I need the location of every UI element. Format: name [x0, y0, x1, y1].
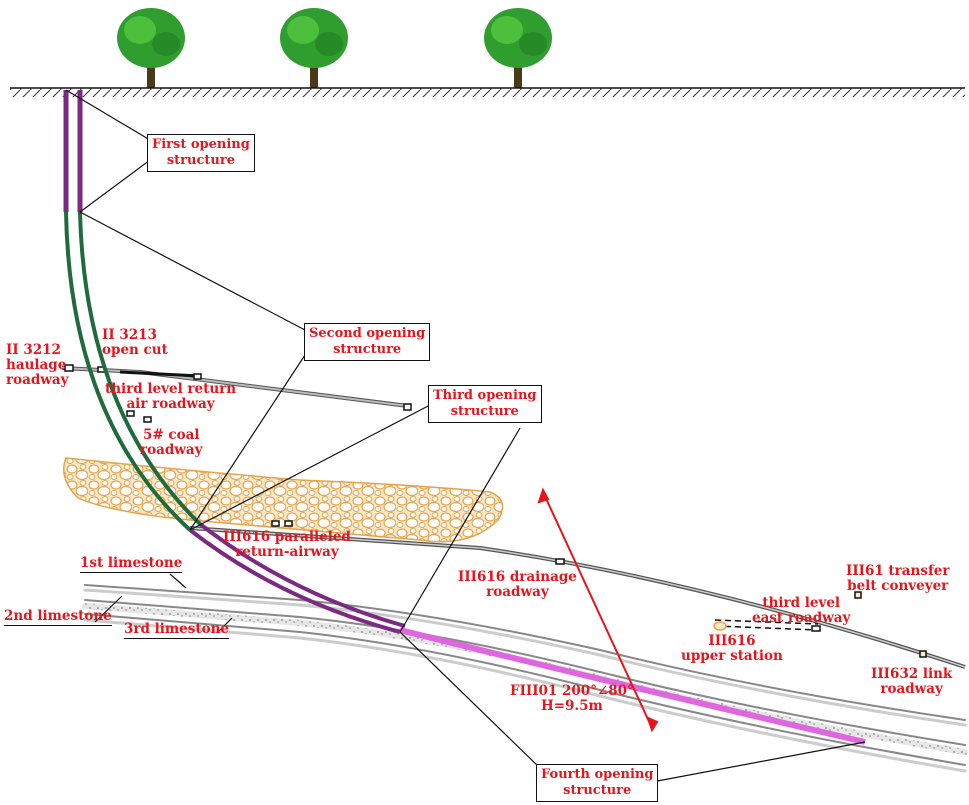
- ii3212-haulage-roadway-label: II 3212 haulage roadway: [6, 343, 69, 388]
- tree-icon: [280, 8, 348, 88]
- fourth-opening-structure-label: Fourth opening structure: [536, 764, 659, 802]
- coal5-roadway-label: 5# coal roadway: [140, 428, 203, 458]
- label-line: roadway: [486, 584, 549, 600]
- label-line: air roadway: [126, 396, 215, 412]
- label-line: third level return: [105, 381, 237, 397]
- ii3213-open-cut-label: II 3213 open cut: [102, 328, 168, 358]
- label-line: roadway: [6, 372, 69, 388]
- label-line: III616: [708, 633, 756, 649]
- third-limestone-label: 3rd limestone: [124, 621, 230, 639]
- label-line: structure: [450, 404, 519, 419]
- label-line: II 3213: [102, 327, 157, 343]
- label-line: III616 paralleled: [223, 529, 351, 545]
- iii61-transfer-belt-conveyer-label: III61 transfer belt conveyer: [846, 564, 949, 594]
- iii616-upper-station-label: III616 upper station: [681, 634, 783, 664]
- label-line: III61 transfer: [846, 563, 950, 579]
- iii616-paralleled-return-airway-label: III616 paralleled return-airway: [223, 530, 351, 560]
- label-line: roadway: [880, 681, 943, 697]
- label-line: 5# coal: [143, 427, 200, 443]
- iii616-drainage-roadway-label: III616 drainage roadway: [458, 570, 577, 600]
- label-line: H=9.5m: [540, 698, 603, 714]
- label-line: open cut: [102, 342, 168, 358]
- label-line: Second opening: [309, 326, 426, 341]
- roadway-marks: [64, 364, 927, 658]
- label-line: Third opening: [433, 388, 537, 403]
- ground-surface: [10, 87, 965, 97]
- shaft: [63, 90, 866, 745]
- label-line: II 3212: [6, 342, 61, 358]
- label-line: roadway: [140, 442, 203, 458]
- label-line: haulage: [6, 357, 67, 373]
- first-limestone-label: 1st limestone: [80, 555, 183, 573]
- third-level-east-roadway-label: third level east roadway: [752, 596, 850, 626]
- third-opening-structure-label: Third opening structure: [428, 385, 542, 423]
- tree-icon: [117, 8, 185, 88]
- label-line: III632 link: [871, 666, 953, 682]
- label-line: structure: [166, 153, 235, 168]
- third-level-return-air-roadway-label: third level return air roadway: [105, 382, 236, 412]
- second-limestone-label: 2nd limestone: [4, 608, 112, 626]
- tree-icon: [484, 8, 552, 88]
- leader-lines: [65, 89, 866, 783]
- label-line: east roadway: [752, 610, 851, 626]
- first-opening-structure-label: First opening structure: [147, 134, 255, 172]
- fault-fiii01-label: FIII01 200°∠80° H=9.5m: [510, 684, 634, 714]
- label-line: FIII01 200°∠80°: [510, 683, 634, 699]
- label-line: III616 drainage: [458, 569, 577, 585]
- label-line: structure: [563, 783, 632, 798]
- label-line: third level: [762, 595, 841, 611]
- second-opening-structure-label: Second opening structure: [304, 323, 431, 361]
- label-line: structure: [333, 342, 402, 357]
- label-line: Fourth opening: [541, 767, 654, 782]
- label-line: First opening: [152, 137, 250, 152]
- fault-line: [537, 487, 659, 733]
- label-line: belt conveyer: [847, 578, 949, 594]
- label-line: upper station: [681, 648, 783, 664]
- iii632-link-roadway-label: III632 link roadway: [871, 667, 952, 697]
- label-line: return-airway: [235, 544, 339, 560]
